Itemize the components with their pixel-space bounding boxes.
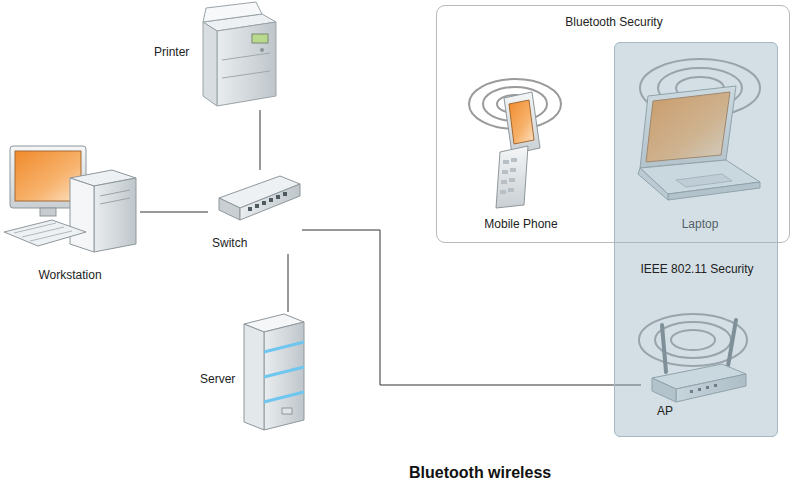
network-link [140, 212, 208, 213]
switch-icon [248, 192, 287, 211]
node-label: Bluetooth Security [565, 15, 662, 29]
node-label: Printer [154, 45, 189, 59]
phone-icon [509, 178, 515, 182]
workstation-icon [100, 198, 130, 204]
node-label: Mobile Phone [484, 217, 557, 231]
caption: Bluetooth wireless [409, 464, 551, 482]
node-label: Server [200, 372, 235, 386]
switch-icon [240, 184, 300, 220]
workstation-icon [94, 178, 136, 252]
printer-icon [203, 2, 276, 106]
switch-icon [262, 201, 266, 205]
node-label: AP [657, 404, 673, 418]
phone-icon [503, 160, 509, 164]
server-icon [264, 342, 304, 402]
server-icon [264, 392, 304, 402]
server-icon [282, 408, 292, 414]
node-label: Switch [212, 236, 247, 250]
workstation-icon [40, 208, 56, 216]
workstation-icon [22, 227, 64, 237]
switch-icon [283, 192, 287, 196]
network-link [288, 254, 289, 312]
phone-icon [500, 190, 506, 194]
phone-icon [496, 146, 528, 208]
printer-icon [217, 22, 276, 106]
node-label: IEEE 802.11 Security [640, 262, 753, 276]
server-icon [244, 324, 264, 430]
workstation-node: Workstation [0, 142, 140, 286]
server-icon [264, 322, 304, 430]
network-link [302, 230, 641, 385]
switch-node: Switch [208, 170, 302, 254]
printer-icon [222, 71, 270, 78]
workstation-icon [100, 190, 130, 196]
phone-icon [511, 158, 517, 162]
workstation-icon [14, 223, 56, 233]
phone-icon [501, 180, 507, 184]
phone-icon [510, 168, 516, 172]
workstation-icon [70, 178, 94, 252]
phone-node: Mobile Phone [467, 75, 577, 235]
switch-icon [255, 204, 259, 208]
phone-icon [504, 92, 540, 154]
phone-icon [509, 100, 534, 144]
phone-icon [500, 158, 517, 194]
switch-icon [248, 207, 252, 211]
network-link [260, 110, 261, 170]
server-icon [264, 342, 304, 352]
workstation-icon [30, 231, 72, 241]
server-node: Server [196, 312, 306, 434]
printer-node: Printer [150, 0, 280, 110]
wifi-region: IEEE 802.11 SecurityAP [614, 42, 778, 437]
printer-icon [203, 22, 217, 106]
phone-icon [469, 79, 561, 208]
switch-icon [219, 198, 240, 220]
node-label: Workstation [38, 268, 101, 282]
switch-icon [219, 176, 300, 220]
printer-icon [222, 53, 270, 60]
workstation-icon [4, 146, 136, 252]
phone-icon [508, 188, 514, 192]
server-icon [244, 314, 304, 430]
phone-icon [502, 170, 508, 174]
printer-icon [252, 34, 268, 43]
access-point-node: AP [641, 301, 753, 421]
printer-icon [203, 2, 262, 22]
switch-icon [276, 195, 280, 199]
switch-icon [269, 198, 273, 202]
printer-icon [260, 48, 264, 52]
server-icon [264, 367, 304, 377]
workstation-icon [4, 220, 86, 246]
